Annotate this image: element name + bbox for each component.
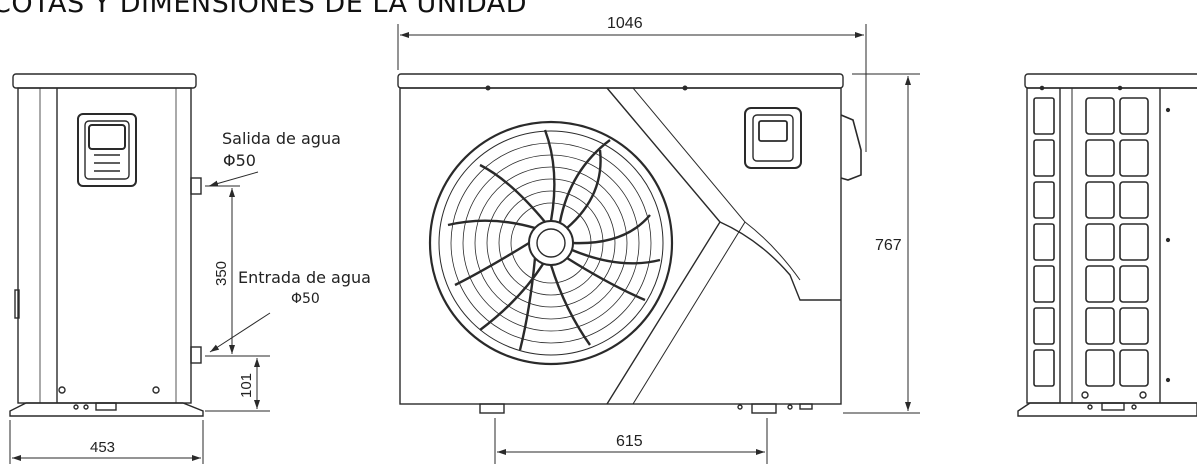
water-pipe-icon [190,177,202,364]
inlet-label: Entrada de agua [238,268,371,287]
dim-front-width: 1046 [607,15,643,32]
control-panel-icon [744,107,802,169]
front-view [397,24,920,464]
dim-pipe-spacing: 350 [213,261,230,286]
side-view [9,73,271,464]
inlet-diameter: Φ50 [291,291,320,307]
rear-view [1017,73,1197,417]
control-panel-icon [77,113,137,187]
dim-inlet-height: 101 [238,373,255,398]
outlet-label: Salida de agua [222,129,341,148]
dim-side-width: 453 [90,439,115,456]
outlet-diameter: Φ50 [223,151,256,170]
dim-feet-spacing: 615 [616,433,643,450]
dim-front-height: 767 [875,237,902,254]
fan-icon [428,120,674,366]
grille-icon [1033,97,1149,387]
page-title: COTAS Y DIMENSIONES DE LA UNIDAD [0,0,528,19]
